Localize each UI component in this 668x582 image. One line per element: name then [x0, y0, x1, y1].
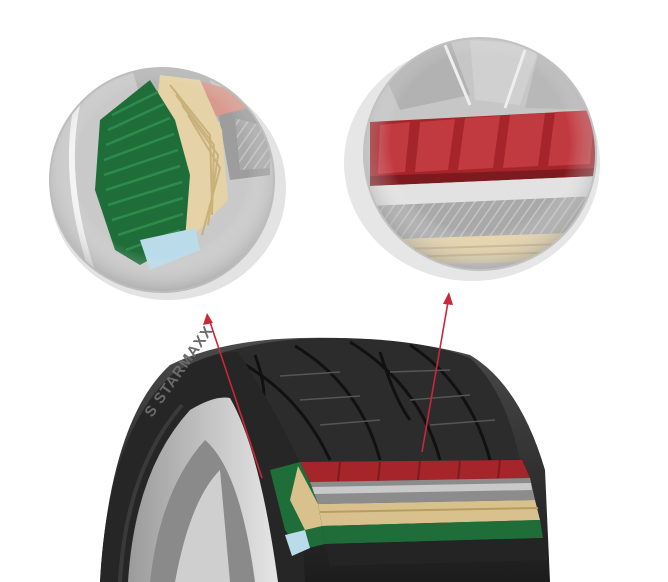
sidewall-zoom-bubble [49, 67, 286, 300]
tire-tread-layer [300, 460, 530, 482]
arrow-up-icon [421, 292, 453, 453]
tire-liner-layer [322, 520, 543, 544]
tire-ply-layer [318, 500, 540, 526]
tire: S STARMAXX [100, 323, 550, 582]
arrow-up-icon [203, 313, 263, 479]
tread-zoom-bubble [344, 37, 600, 281]
tire-bead-layer [285, 530, 310, 556]
